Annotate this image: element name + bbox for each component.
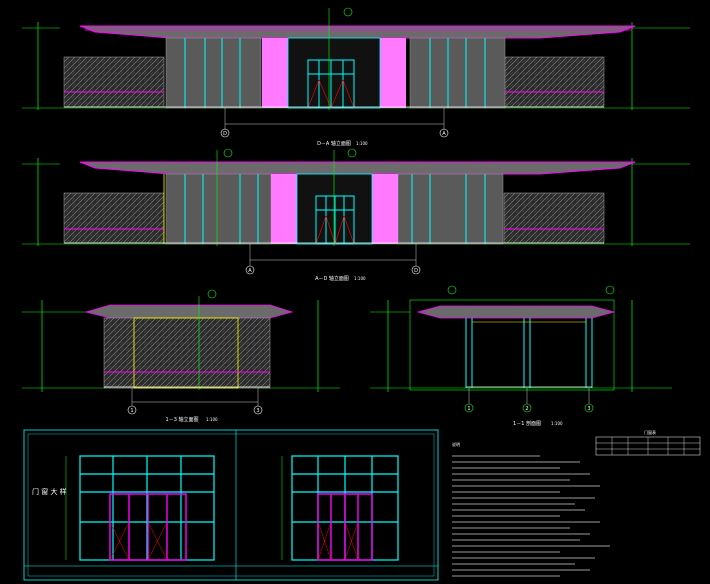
axis-label: 1 — [130, 408, 133, 414]
axis-label: 3 — [256, 408, 259, 414]
scale-label: 1:100 — [354, 276, 366, 281]
axis-label: A — [248, 268, 252, 274]
axis-label: D — [223, 131, 227, 137]
elevation-1-3: 1 3 1－3 轴立面图 1:100 — [22, 289, 340, 423]
elevation-a-d: A D A－D 轴立面图 1:100 — [22, 148, 690, 282]
axis-label: 1 — [467, 406, 470, 412]
axis-label: 2 — [525, 406, 528, 412]
scale-label: 1:100 — [551, 421, 563, 426]
elevation-title: A－D 轴立面图 — [315, 275, 349, 282]
table-header: 门窗表 — [644, 429, 656, 435]
section-1-1: 1 2 3 1－1 剖面图 1:100 — [370, 285, 672, 427]
elevation-title: D－A 轴立面图 — [317, 140, 351, 147]
axis-label: D — [414, 268, 418, 274]
elevation-title: 1－3 轴立面图 — [166, 416, 199, 423]
details-title: 门 窗 大 样 — [32, 487, 67, 496]
scale-label: 1:100 — [206, 417, 218, 422]
notes-heading: 说明 — [452, 441, 460, 447]
design-notes: 说明 — [452, 441, 610, 577]
door-window-table: 门窗表 — [595, 429, 701, 456]
axis-label: 3 — [587, 406, 590, 412]
door-window-details: 门 窗 大 样 — [23, 429, 439, 581]
elevation-d-a: D A D－A 轴立面图 1:100 — [22, 7, 690, 147]
axis-label: A — [442, 131, 446, 137]
section-title: 1－1 剖面图 — [513, 420, 541, 427]
scale-label: 1:100 — [356, 141, 368, 146]
